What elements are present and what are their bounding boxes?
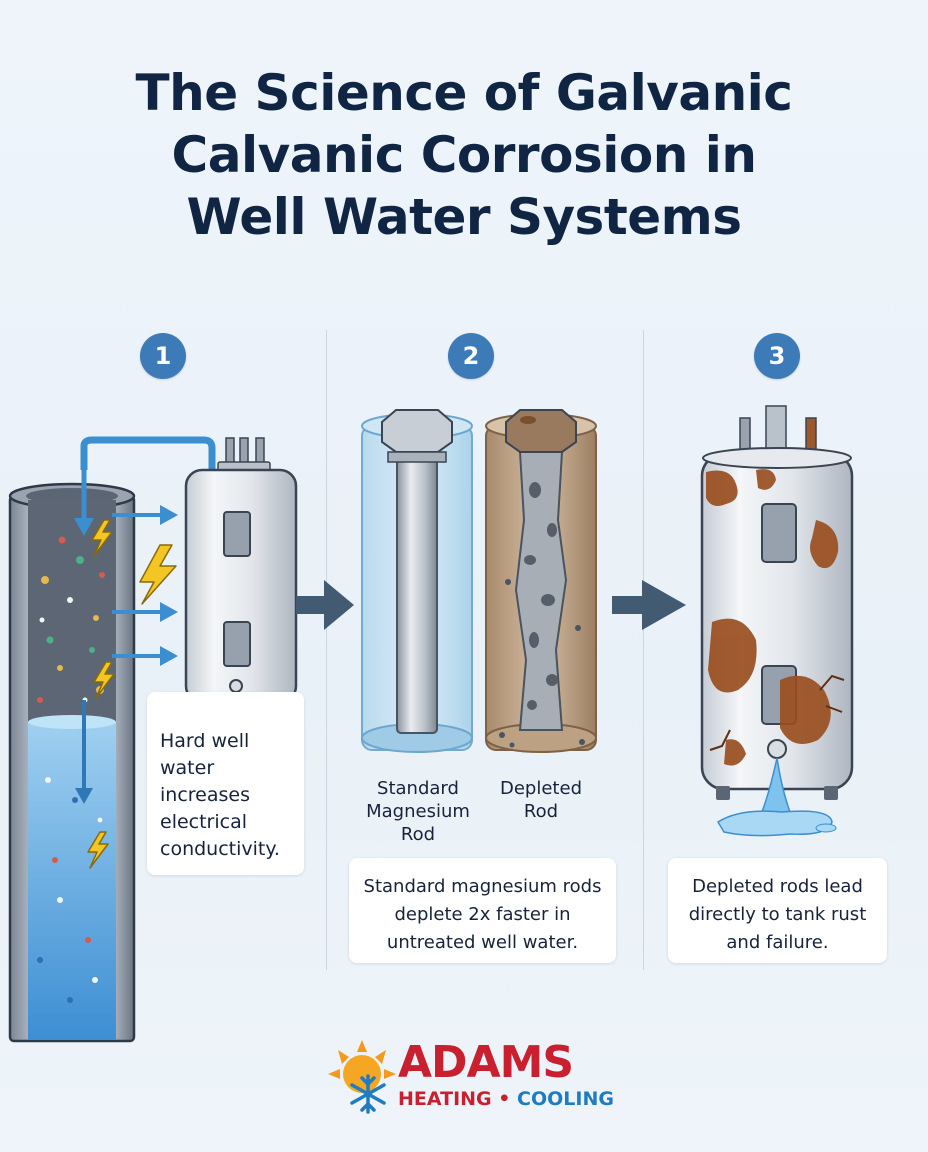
page-title: The Science of Galvanic Calvanic Corrosi… [40,62,888,248]
water-heater-tank-new [184,437,298,712]
title-line-1: The Science of Galvanic [135,64,793,122]
logo-heating: HEATING [398,1088,492,1110]
snowflake-icon [350,1074,386,1114]
well-pipe [8,470,136,1043]
step-2-description: Standard magnesium rods deplete 2x faste… [349,858,616,963]
brand-logo: ADAMS HEATING • COOLING [326,1036,616,1116]
title-line-2: Calvanic Corrosion in [171,126,757,184]
step-1-badge: 1 [140,333,186,379]
step-3-description: Depleted rods lead directly to tank rust… [668,858,887,963]
column-divider-2 [643,330,644,970]
logo-wordmark: ADAMS [398,1037,574,1088]
step-2-badge: 2 [448,333,494,379]
step-1-description: Hard well water increases electrical con… [147,692,304,875]
title-line-3: Well Water Systems [186,188,743,246]
logo-separator: • [498,1088,511,1110]
standard-rod-label: Standard Magnesium Rod [366,778,470,845]
step-3-badge: 3 [754,333,800,379]
water-heater-tank-rusted [700,405,854,837]
arrow-right-icon [296,580,686,630]
standard-magnesium-rod [361,409,473,753]
supply-pipe [80,436,216,470]
depleted-rod [485,409,597,753]
conductivity-arrows [112,505,178,666]
lightning-icon [87,519,177,869]
logo-tagline: HEATING • COOLING [398,1088,614,1110]
depleted-rod-label: Depleted Rod [500,778,582,822]
column-divider-1 [326,330,327,970]
logo-cooling: COOLING [517,1088,614,1110]
